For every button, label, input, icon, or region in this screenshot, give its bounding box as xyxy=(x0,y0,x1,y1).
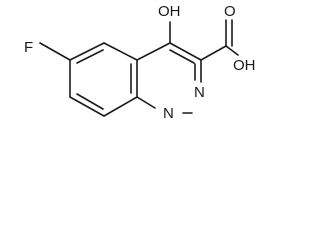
bond-c4a-c5 xyxy=(103,42,138,61)
bond-c3-carboxyl xyxy=(200,45,227,61)
bond-c4-c3 xyxy=(169,42,202,61)
bond-carboxyl-oh xyxy=(225,45,239,56)
bond-c8-c8a xyxy=(103,96,138,117)
double-bond-c7-c8 xyxy=(76,93,104,110)
benzene-ring xyxy=(69,42,138,117)
double-bond-c4-c3 xyxy=(169,49,195,64)
atom-label-ring-nitrogen-2: N xyxy=(194,84,205,101)
atom-label-ring-nitrogen-1: N xyxy=(163,105,174,122)
bond-n1-c8a xyxy=(136,96,156,109)
bond-c6-f xyxy=(39,42,71,61)
atom-label-hydroxyl: OH xyxy=(158,3,181,20)
double-bond-c5-c6 xyxy=(76,49,104,64)
bond-c5-c6 xyxy=(69,42,105,61)
bond-c7-c8 xyxy=(69,96,105,117)
bond-c4a-c4 xyxy=(136,42,171,61)
atom-label-acid-hydroxyl: OH xyxy=(233,57,256,74)
atom-label-carbonyl-oxygen: O xyxy=(224,3,236,20)
pyridazine-ring xyxy=(136,42,202,114)
atom-label-fluorine: F xyxy=(24,39,33,56)
chemical-structure: F OH O OH N N xyxy=(24,3,256,122)
